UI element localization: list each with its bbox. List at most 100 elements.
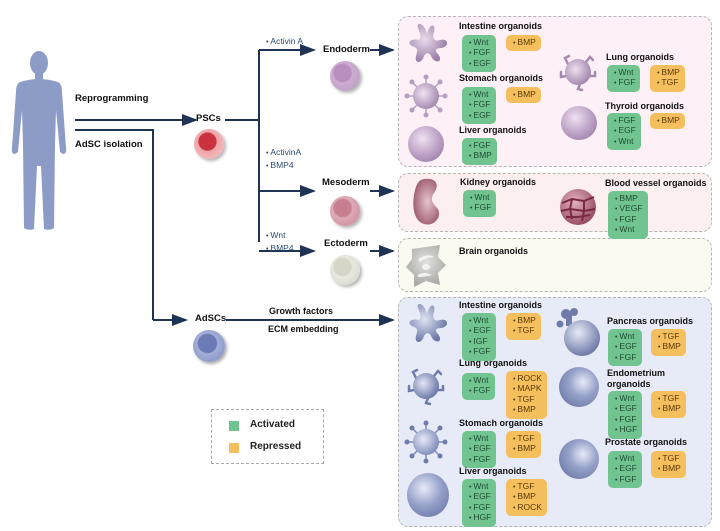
- factor-bmp4: BMP4: [266, 160, 294, 170]
- legend-activated-swatch: [229, 421, 239, 431]
- factor: BMP: [513, 315, 535, 326]
- mesoderm-label: Mesoderm: [322, 177, 370, 188]
- blood-vessel-organoid-icon: [560, 189, 596, 225]
- factor: TGF: [513, 481, 542, 492]
- activated-factors: Wnt FGF: [462, 373, 496, 400]
- organoid-title: Prostate organoids: [605, 437, 688, 447]
- factor: Wnt: [614, 67, 635, 78]
- factor: BMP: [615, 193, 643, 204]
- factor: TGF: [513, 433, 536, 444]
- factor: TGF: [657, 78, 680, 88]
- factor: Wnt: [615, 393, 637, 404]
- legend-activated-label: Activated: [250, 419, 296, 430]
- factor: Wnt: [469, 37, 491, 48]
- factor: IGF: [469, 336, 491, 347]
- factor: FGF: [470, 203, 491, 213]
- adscs-label: AdSCs: [195, 313, 227, 324]
- factor: ROCK: [513, 502, 542, 513]
- organoid-title: Intestine organoids: [459, 300, 543, 310]
- pancreas-organoid-icon: [556, 308, 600, 356]
- factor: EGF: [615, 342, 636, 352]
- organoid-title: Lung organoids: [606, 52, 674, 62]
- factor: BMP: [657, 67, 679, 78]
- ectoderm-factors: Wnt BMP4: [266, 230, 294, 255]
- lung-organoid-icon: [559, 54, 597, 92]
- factor: FGF: [614, 115, 636, 126]
- factor: TGF: [513, 394, 542, 405]
- psc-branch-line: [225, 50, 260, 121]
- factor: BMP: [657, 115, 679, 126]
- factor: BMP: [513, 89, 535, 100]
- pscs-label: PSCs: [196, 113, 221, 124]
- factor: FGF: [614, 78, 635, 88]
- factor: BMP: [513, 37, 535, 48]
- organoid-title: Endometrium organoids: [607, 368, 677, 390]
- legend-repressed-swatch: [229, 443, 239, 453]
- activated-factors: Wnt EGF FGF HGF: [608, 391, 643, 439]
- repressed-factors: BMP TGF: [506, 313, 541, 340]
- kidney-organoid-icon: [413, 178, 440, 225]
- factor: BMP: [658, 404, 680, 414]
- factor: Wnt: [469, 315, 491, 326]
- factor: FGF: [469, 386, 490, 396]
- prostate-organoid-icon: [559, 439, 599, 479]
- lung-organoid-icon: [407, 368, 445, 406]
- repressed-factors: TGF BMP: [651, 451, 686, 478]
- activated-factors: Wnt EGF IGF FGF: [462, 313, 496, 361]
- factor: Wnt: [469, 375, 490, 386]
- factor: BMP: [658, 342, 680, 352]
- adsc-isolation-label: AdSC isolation: [75, 139, 143, 150]
- liver-organoid-icon: [408, 126, 444, 162]
- organoid-title: Blood vessel organoids: [605, 178, 707, 188]
- reprogramming-label: Reprogramming: [75, 93, 149, 104]
- growth-factors-label: Growth factors: [269, 306, 334, 316]
- factor: EGF: [615, 464, 636, 474]
- factor: BMP: [658, 464, 680, 474]
- factor: FGF: [615, 414, 637, 425]
- human-body-icon: [11, 51, 67, 230]
- factor: HGF: [469, 512, 491, 523]
- factor: MAPK: [513, 384, 542, 394]
- factor: Wnt: [469, 481, 491, 492]
- factor: FGF: [469, 48, 491, 58]
- activated-factors: Wnt FGF: [607, 65, 641, 92]
- thyroid-organoid-icon: [561, 106, 597, 140]
- organoid-title: Brain organoids: [459, 246, 529, 256]
- factor: FGF: [615, 352, 637, 363]
- factor: BMP: [469, 151, 491, 161]
- repressed-factors: BMP TGF: [650, 65, 685, 92]
- factor: FGF: [615, 214, 643, 225]
- activated-factors: FGF EGF Wnt: [607, 113, 641, 151]
- factor: EGF: [469, 492, 491, 502]
- endometrium-organoid-icon: [559, 367, 599, 407]
- repressed-factors: ROCK MAPK TGF BMP: [506, 371, 547, 419]
- factor-bmp4: BMP4: [266, 243, 294, 253]
- factor: Wnt: [615, 331, 637, 342]
- organoid-title: Pancreas organoids: [607, 316, 694, 326]
- repressed-factors: TGF BMP ROCK: [506, 479, 547, 517]
- legend-repressed-label: Repressed: [250, 441, 302, 452]
- intestine-organoid-icon: [409, 24, 448, 62]
- ectoderm-cell-icon: [330, 255, 360, 285]
- organoid-title: Intestine organoids: [459, 21, 543, 31]
- factor: FGF: [469, 100, 491, 110]
- factor: TGF: [658, 453, 681, 464]
- organoid-title: Liver organoids: [459, 125, 527, 135]
- activated-factors: Wnt EGF FGF: [462, 431, 496, 469]
- factor: EGF: [469, 326, 490, 336]
- ectoderm-label: Ectoderm: [324, 238, 368, 249]
- factor: EGF: [469, 444, 490, 454]
- factor: FGF: [469, 346, 491, 357]
- organoid-title: Thyroid organoids: [605, 101, 685, 111]
- activated-factors: Wnt FGF EGF: [462, 35, 496, 73]
- factor: Wnt: [469, 89, 491, 100]
- mesoderm-cell-icon: [330, 196, 360, 226]
- endoderm-factors: Activin A: [266, 36, 303, 49]
- organoid-title: Kidney organoids: [460, 177, 537, 187]
- organoid-title: Lung organoids: [459, 358, 527, 368]
- ectoderm-organoids-panel: [398, 238, 712, 292]
- adsc-isolation-line: [75, 129, 154, 320]
- factor: FGF: [469, 140, 492, 151]
- factor: BMP: [513, 404, 542, 415]
